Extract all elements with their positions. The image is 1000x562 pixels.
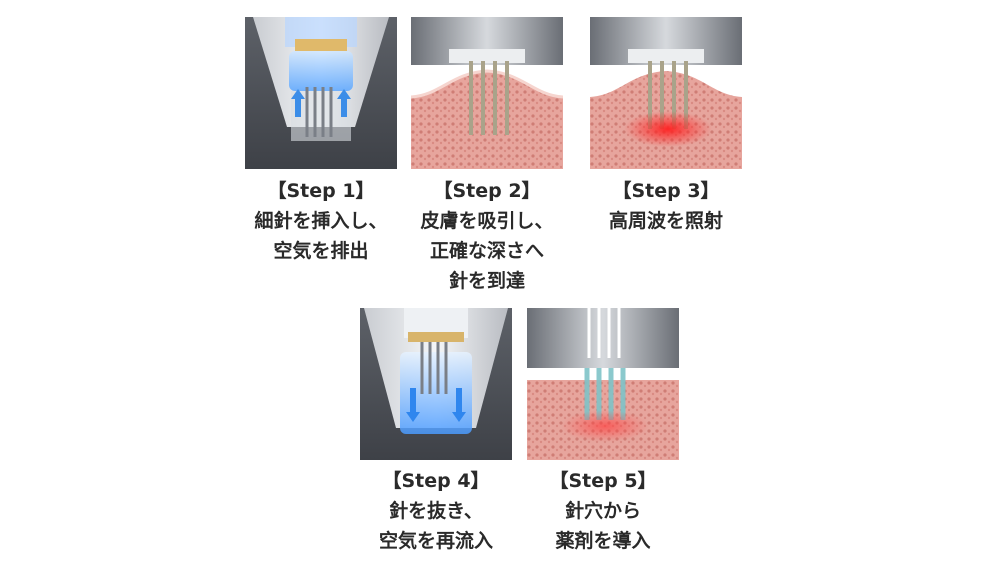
step-2-title: 【Step 2】: [433, 180, 541, 202]
step-1-line-1: 細針を挿入し、: [254, 210, 388, 232]
step-3-line-1: 高周波を照射: [608, 210, 723, 232]
step-2-line-3: 針を到達: [448, 270, 525, 292]
step-4-line-2: 空気を再流入: [378, 530, 493, 552]
step-1-line-2: 空気を排出: [273, 240, 369, 262]
step-3-caption: 【Step 3】 高周波を照射: [571, 176, 761, 236]
step-1-caption: 【Step 1】 細針を挿入し、 空気を排出: [226, 176, 416, 266]
step-2-line-2: 正確な深さへ: [429, 240, 544, 262]
needle-tip-air-in-icon: [360, 308, 512, 460]
step-5-title: 【Step 5】: [549, 470, 657, 492]
step-1-title: 【Step 1】: [267, 180, 375, 202]
step-3-title: 【Step 3】: [612, 180, 720, 202]
step-5-line-1: 針穴から: [564, 500, 641, 522]
needles-in-skin-icon: [411, 17, 563, 169]
needle-tip-air-out-icon: [245, 17, 397, 169]
step-4-title: 【Step 4】: [382, 470, 490, 492]
step-5-line-2: 薬剤を導入: [555, 530, 651, 552]
drug-infusion-icon: [527, 308, 679, 460]
step-2-line-1: 皮膚を吸引し、: [420, 210, 554, 232]
step-4-line-1: 針を抜き、: [389, 500, 483, 522]
step-2-caption: 【Step 2】 皮膚を吸引し、 正確な深さへ 針を到達: [392, 176, 582, 296]
step-4-caption: 【Step 4】 針を抜き、 空気を再流入: [341, 466, 531, 556]
step-5-caption: 【Step 5】 針穴から 薬剤を導入: [508, 466, 698, 556]
radiofrequency-glow-icon: [590, 17, 742, 169]
